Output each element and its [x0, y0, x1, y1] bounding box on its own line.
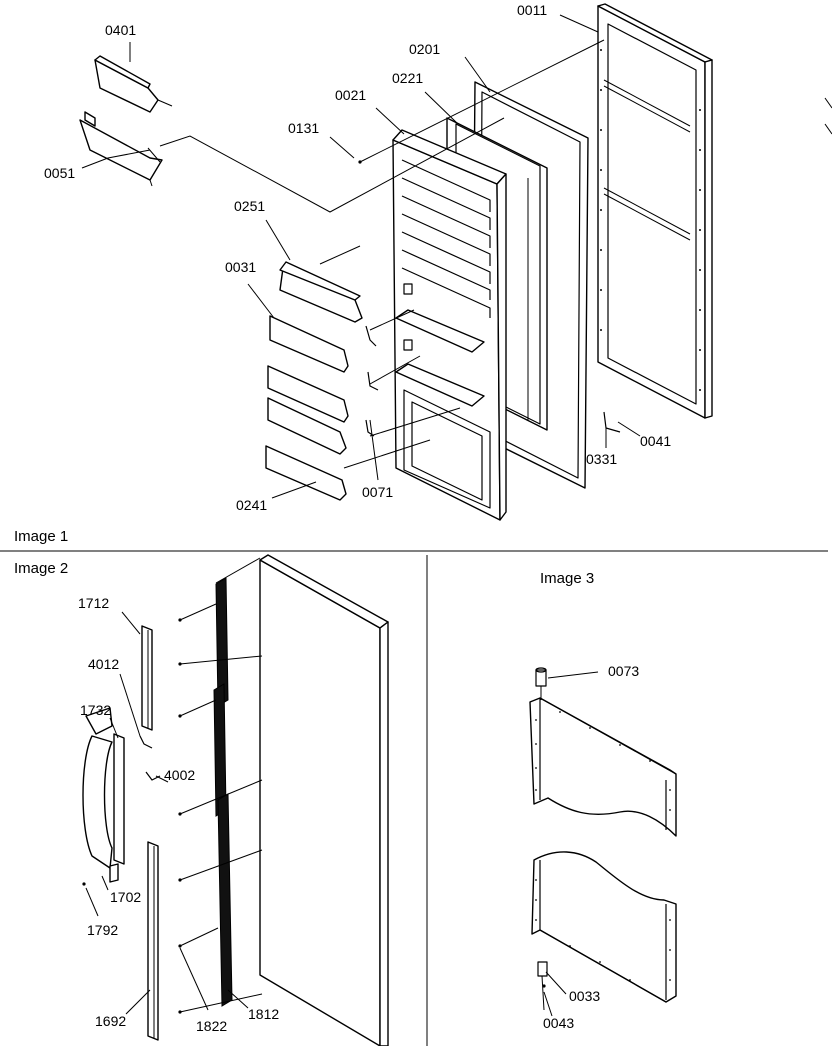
- label-1712: 1712: [78, 595, 109, 611]
- label-0073: 0073: [608, 663, 639, 679]
- label-1702: 1702: [110, 889, 141, 905]
- cabinet-side: [215, 554, 389, 1046]
- image2-leader-lines: [82, 611, 249, 1015]
- dairy-bin: [79, 111, 163, 187]
- image3-leader-lines: [543, 671, 599, 1017]
- label-0051: 0051: [44, 165, 75, 181]
- door-handle: [82, 707, 125, 883]
- callout-labels: Image 1 Image 2 Image 3 0011 0401 0201 0…: [14, 2, 671, 1034]
- label-0041: 0041: [640, 433, 671, 449]
- label-0071: 0071: [362, 484, 393, 500]
- label-0201: 0201: [409, 41, 440, 57]
- image1-exploded-door: [79, 3, 832, 521]
- caption-image2: Image 2: [14, 560, 68, 577]
- door-shelves: [267, 315, 349, 455]
- outer-door-panel: [597, 3, 832, 419]
- image2-handle-assembly: [82, 554, 389, 1046]
- label-4002: 4002: [164, 767, 195, 783]
- label-0251: 0251: [234, 198, 265, 214]
- image3-hinge-detail: [529, 667, 677, 1017]
- label-1732: 1732: [80, 702, 111, 718]
- label-0021: 0021: [335, 87, 366, 103]
- upper-trim-bar: [141, 625, 153, 731]
- label-0031: 0031: [225, 259, 256, 275]
- label-0043: 0043: [543, 1015, 574, 1031]
- label-1792: 1792: [87, 922, 118, 938]
- caption-image1: Image 1: [14, 528, 68, 545]
- caption-image3: Image 3: [540, 570, 594, 587]
- label-0331: 0331: [586, 451, 617, 467]
- trim-strips: [213, 577, 233, 1007]
- label-0241: 0241: [236, 497, 267, 513]
- label-1692: 1692: [95, 1013, 126, 1029]
- door-top-section: [529, 667, 677, 837]
- label-0221: 0221: [392, 70, 423, 86]
- door-bottom-section: [531, 851, 677, 1011]
- label-0033: 0033: [569, 988, 600, 1004]
- label-1822: 1822: [196, 1018, 227, 1034]
- inner-door-liner: [392, 129, 507, 521]
- label-0401: 0401: [105, 22, 136, 38]
- dairy-door-cover: [94, 55, 173, 113]
- door-shelf-bottom: [265, 445, 347, 501]
- handle-clips: [139, 735, 161, 781]
- label-0011: 0011: [517, 2, 547, 18]
- lower-trim-bar: [147, 841, 159, 1041]
- label-0131: 0131: [288, 120, 319, 136]
- label-4012: 4012: [88, 656, 119, 672]
- image1-leader-lines: [81, 14, 641, 499]
- screw-points: [178, 603, 263, 1014]
- label-1812: 1812: [248, 1006, 279, 1022]
- door-shelf-top: [279, 261, 363, 323]
